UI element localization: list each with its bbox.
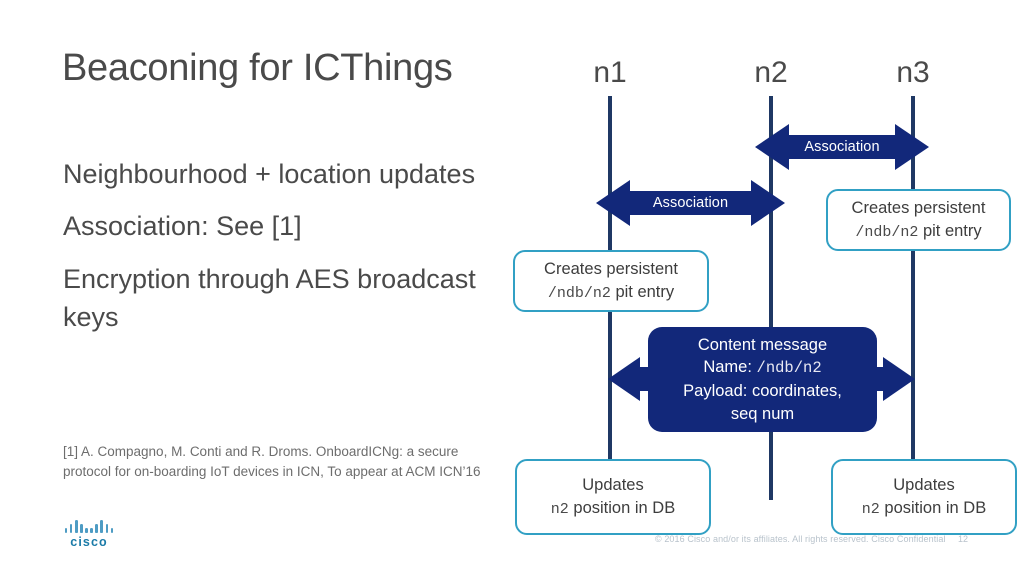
callout-node-ref: n2 (861, 500, 880, 518)
node-label-n3: n3 (896, 56, 930, 89)
callout-line-2: /ndb/n2 pit entry (548, 281, 674, 304)
callout-line-1: Updates (893, 476, 955, 495)
association-arrow-label: Association (804, 139, 880, 155)
callout-line-2: /ndb/n2 pit entry (855, 220, 981, 243)
bullet-item-1: Neighbourhood + location updates (63, 159, 476, 189)
page-title: Beaconing for ICThings (62, 47, 453, 89)
footer-copyright: © 2016 Cisco and/or its affiliates. All … (655, 534, 946, 544)
callout-path-suffix: pit entry (610, 282, 675, 301)
lifeline-n2 (769, 96, 773, 500)
callout-node-ref: n2 (550, 500, 569, 518)
content-message-line-1: Content message (697, 335, 828, 354)
callout-updates-db-n3: Updates n2 position in DB (831, 459, 1017, 535)
callout-line-2: n2 position in DB (862, 497, 986, 520)
content-message-name-prefix: Name: (703, 358, 757, 377)
callout-line-1: Creates persistent (851, 199, 986, 218)
double-arrow-icon (596, 180, 785, 226)
callout-node-suffix: position in DB (879, 498, 987, 517)
callout-line-1: Updates (582, 476, 644, 495)
cisco-logo: cisco (53, 520, 125, 556)
association-arrow-n1-n2: Association (596, 180, 785, 226)
association-arrow-label: Association (652, 195, 729, 211)
footer-page-number: 12 (958, 534, 969, 544)
node-label-n2: n2 (754, 56, 788, 89)
content-message-name-value: /ndb/n2 (756, 359, 822, 378)
lifeline-n3 (911, 96, 915, 500)
callout-line-1: Creates persistent (544, 260, 678, 279)
callout-creates-persistent-n3: Creates persistent /ndb/n2 pit entry (826, 189, 1011, 251)
double-arrow-icon (755, 124, 929, 170)
callout-updates-db-n1: Updates n2 position in DB (515, 459, 711, 535)
content-message-line-2: Name: /ndb/n2 (703, 356, 821, 379)
callout-path: /ndb/n2 (855, 223, 919, 241)
callout-path: /ndb/n2 (547, 284, 611, 302)
callout-creates-persistent-n1: Creates persistent /ndb/n2 pit entry (513, 250, 709, 312)
sequence-diagram: n1 n2 n3 Association Association Creates… (495, 0, 1024, 576)
citation-reference: [1] A. Compagno, M. Conti and R. Droms. … (63, 444, 481, 479)
callout-node-suffix: position in DB (568, 498, 676, 517)
node-label-n1: n1 (593, 56, 627, 89)
callout-line-2: n2 position in DB (551, 497, 675, 520)
association-arrow-n2-n3: Association (755, 124, 929, 170)
content-message-box: Content message Name: /ndb/n2 Payload: c… (648, 327, 877, 432)
bullet-item-2: Association: See [1] (63, 211, 302, 242)
callout-path-suffix: pit entry (918, 221, 982, 240)
content-message-line-4: seq num (730, 404, 795, 423)
bullet-item-3: Encryption through AES broadcast keys (63, 263, 476, 332)
cisco-logo-bars (53, 520, 125, 533)
cisco-wordmark: cisco (70, 535, 108, 549)
content-message-line-3: Payload: coordinates, (683, 381, 842, 400)
bullet-list: Neighbourhood + location updates Associa… (63, 155, 493, 350)
